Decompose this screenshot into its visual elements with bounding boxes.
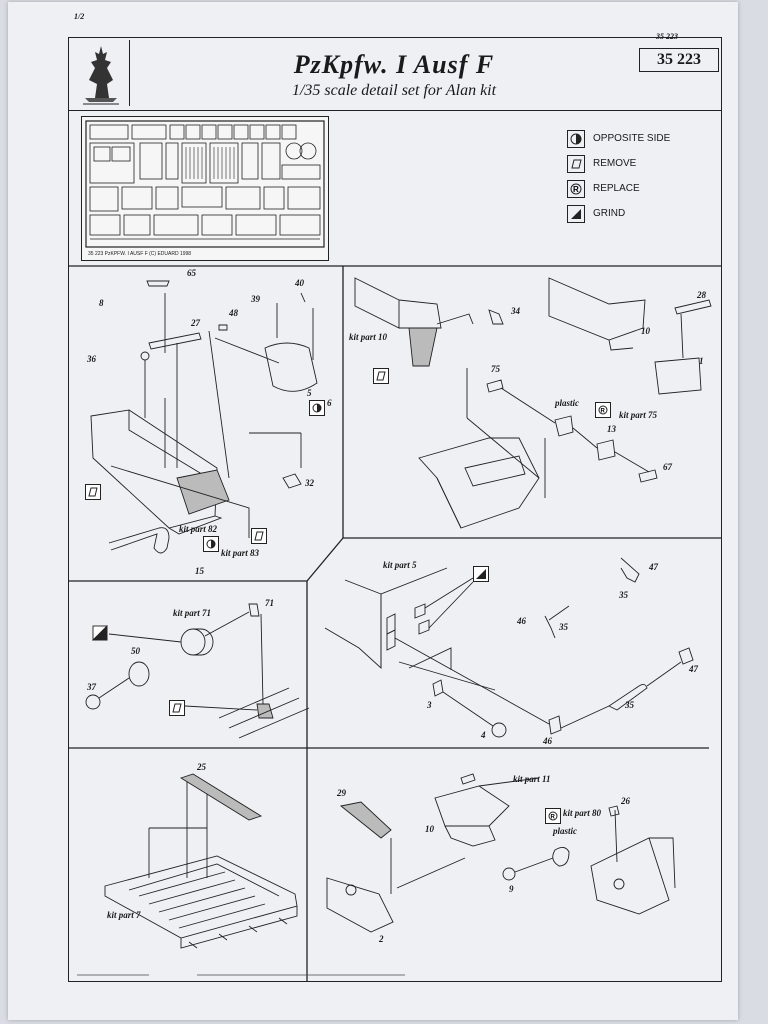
part-number: 46 <box>517 616 526 626</box>
part-number: 29 <box>337 788 346 798</box>
step4-artwork <box>324 557 694 738</box>
part-number: 10 <box>425 824 434 834</box>
part-number: 71 <box>265 598 274 608</box>
part-number: 39 <box>251 294 260 304</box>
kit-part-label: kit part 71 <box>173 608 212 618</box>
part-number: 26 <box>621 796 630 806</box>
instruction-sheet: 1/2 35 223 PzKpfw. I Ausf F 1/35 scale d… <box>8 2 738 1020</box>
step1-artwork <box>90 280 318 554</box>
remove-icon <box>169 700 185 716</box>
part-number: 32 <box>305 478 314 488</box>
page-title: PzKpfw. I Ausf F <box>293 50 495 79</box>
part-number: 1 <box>699 356 704 366</box>
part-number: 5 <box>307 388 312 398</box>
kit-part-label: kit part 7 <box>107 910 141 920</box>
kit-part-label: kit part 5 <box>383 560 417 570</box>
replace-icon: R <box>545 808 561 824</box>
svg-text:R: R <box>551 815 556 821</box>
page-number: 1/2 <box>74 12 85 21</box>
step5-artwork <box>104 773 298 949</box>
part-number: 35 <box>625 700 634 710</box>
legend-item-remove: REMOVE <box>567 151 670 176</box>
kit-part-label: kit part 11 <box>513 774 551 784</box>
part-number: 40 <box>295 278 304 288</box>
part-number: 75 <box>491 364 500 374</box>
remove-icon <box>567 154 585 173</box>
legend-label: OPPOSITE SIDE <box>593 133 671 144</box>
part-number: 27 <box>191 318 200 328</box>
symbol-legend: OPPOSITE SIDE REMOVE R REPLACE GRIND <box>567 126 670 226</box>
set-number-badge: 35 223 <box>639 48 719 72</box>
legend-label: GRIND <box>593 208 626 219</box>
part-number: 47 <box>649 562 658 572</box>
part-number: 47 <box>689 664 698 674</box>
opposite-side-icon <box>309 400 325 416</box>
opposite-side-icon <box>567 129 585 148</box>
kit-part-label: kit part 75 <box>619 410 658 420</box>
step3-artwork <box>85 603 310 739</box>
remove-icon <box>251 528 267 544</box>
part-number: 35 <box>559 622 568 632</box>
step2-artwork <box>354 277 712 529</box>
part-number: 28 <box>697 290 706 300</box>
part-number: 3 <box>427 700 432 710</box>
remove-icon <box>85 484 101 500</box>
part-number: 37 <box>87 682 96 692</box>
legend-label: REPLACE <box>593 183 640 194</box>
part-number: 10 <box>641 326 650 336</box>
step6-artwork <box>326 773 676 933</box>
kit-part-label: kit part 10 <box>349 332 388 342</box>
photo-etch-fret: 35 223 PzKPFW. I AUSF F (C) EDUARD 1998 <box>81 116 329 261</box>
part-number: 8 <box>99 298 104 308</box>
part-number: 2 <box>379 934 384 944</box>
replace-icon: R <box>595 402 611 418</box>
grind-icon <box>473 566 489 582</box>
part-number: 13 <box>607 424 616 434</box>
legend-item-grind: GRIND <box>567 201 670 226</box>
fret-caption: 35 223 PzKPFW. I AUSF F (C) EDUARD 1998 <box>88 251 192 257</box>
fret-artwork <box>85 120 325 248</box>
page-subtitle: 1/35 scale detail set for Alan kit <box>291 82 497 99</box>
kit-part-label: kit part 82 <box>179 524 218 534</box>
corner-set-number: 35 223 <box>656 32 678 41</box>
part-number: 46 <box>543 736 552 746</box>
part-number: 4 <box>481 730 486 740</box>
part-number: 15 <box>195 566 204 576</box>
part-number: 9 <box>509 884 514 894</box>
part-number: 67 <box>663 462 672 472</box>
legend-item-replace: R REPLACE <box>567 176 670 201</box>
svg-text:R: R <box>573 185 579 194</box>
panel-dividers <box>69 265 721 981</box>
eduard-logo-icon <box>73 40 130 106</box>
instruction-frame: PzKpfw. I Ausf F 1/35 scale detail set f… <box>68 37 722 982</box>
part-number: 25 <box>197 762 206 772</box>
legend-item-opposite-side: OPPOSITE SIDE <box>567 126 670 151</box>
svg-text:R: R <box>601 409 606 415</box>
kit-part-label: kit part 80 <box>563 808 602 818</box>
part-number: 35 <box>619 590 628 600</box>
remove-icon <box>373 368 389 384</box>
opposite-side-icon <box>203 536 219 552</box>
header: PzKpfw. I Ausf F 1/35 scale detail set f… <box>69 38 721 111</box>
plastic-label: plastic <box>555 398 579 408</box>
plastic-label: plastic <box>553 826 577 836</box>
part-number: 50 <box>131 646 140 656</box>
replace-icon: R <box>567 179 585 198</box>
part-number: 34 <box>511 306 520 316</box>
part-number: 36 <box>87 354 96 364</box>
grind-icon <box>567 204 585 223</box>
part-number: 6 <box>327 398 332 408</box>
part-number: 48 <box>229 308 238 318</box>
part-number: 65 <box>187 268 196 278</box>
kit-part-label: kit part 83 <box>221 548 260 558</box>
legend-label: REMOVE <box>593 158 637 169</box>
